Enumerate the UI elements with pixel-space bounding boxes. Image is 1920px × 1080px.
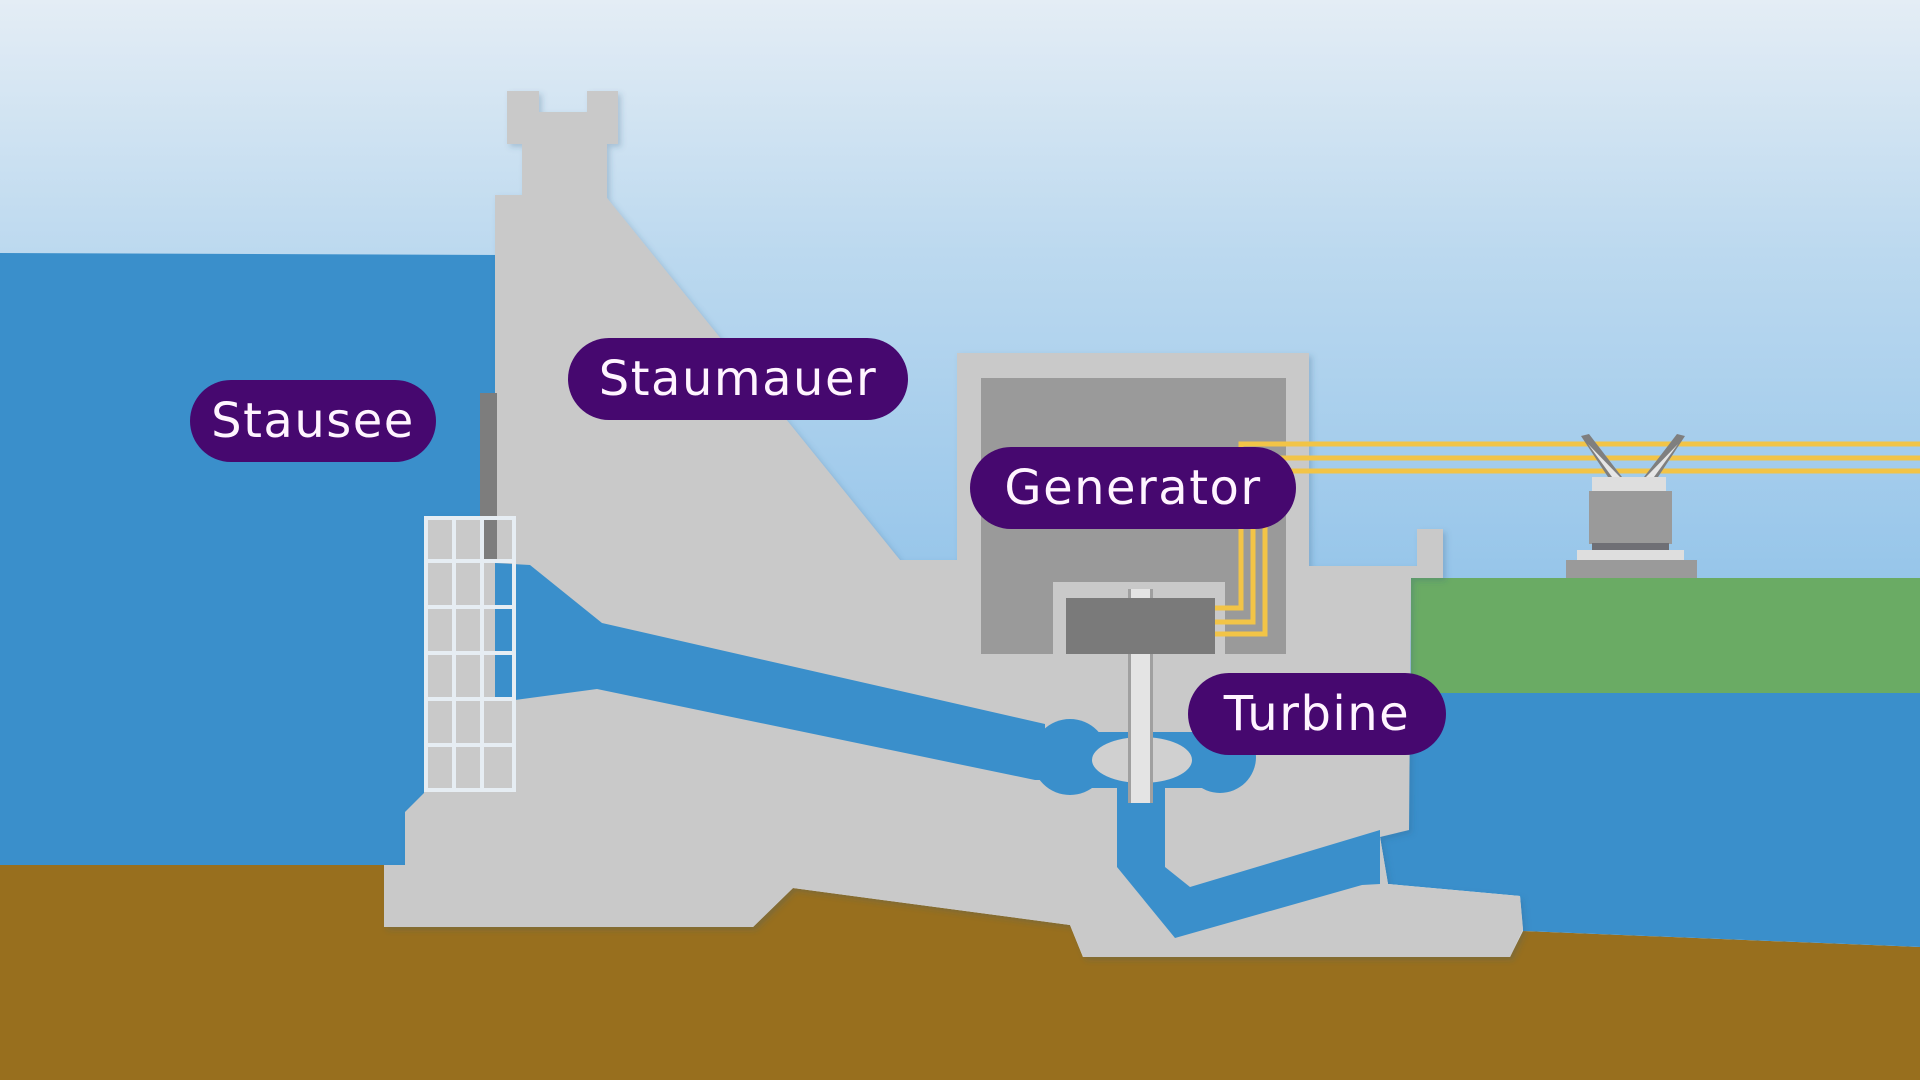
turbine-shaft-core <box>1131 654 1150 803</box>
intake-gate <box>480 393 497 563</box>
bushing-right-core <box>1646 444 1678 477</box>
bushing-left-core <box>1588 444 1620 477</box>
trash-rack-grid <box>424 516 516 792</box>
label-staumauer: Staumauer <box>568 338 908 420</box>
transformer <box>1566 434 1697 578</box>
bushing-left-icon <box>1581 434 1622 477</box>
power-line-2 <box>1215 455 1920 625</box>
grass-bank <box>1411 578 1920 693</box>
transformer-band <box>1592 543 1669 551</box>
draft-tube-tailrace <box>1117 788 1380 938</box>
transformer-body <box>1589 491 1672 544</box>
power-line-3 <box>1215 468 1920 637</box>
label-stausee: Stausee <box>190 380 436 462</box>
penstock-pipe <box>495 563 1045 780</box>
tailwater-river <box>1380 693 1920 947</box>
transformer-cap <box>1592 477 1666 492</box>
generator-unit <box>1066 598 1215 654</box>
label-generator: Generator <box>970 447 1296 529</box>
bushing-right-icon <box>1644 434 1685 477</box>
ground-soil <box>0 865 1920 1080</box>
label-turbine: Turbine <box>1188 673 1446 755</box>
transformer-base <box>1566 560 1697 578</box>
transformer-plinth <box>1577 550 1684 561</box>
